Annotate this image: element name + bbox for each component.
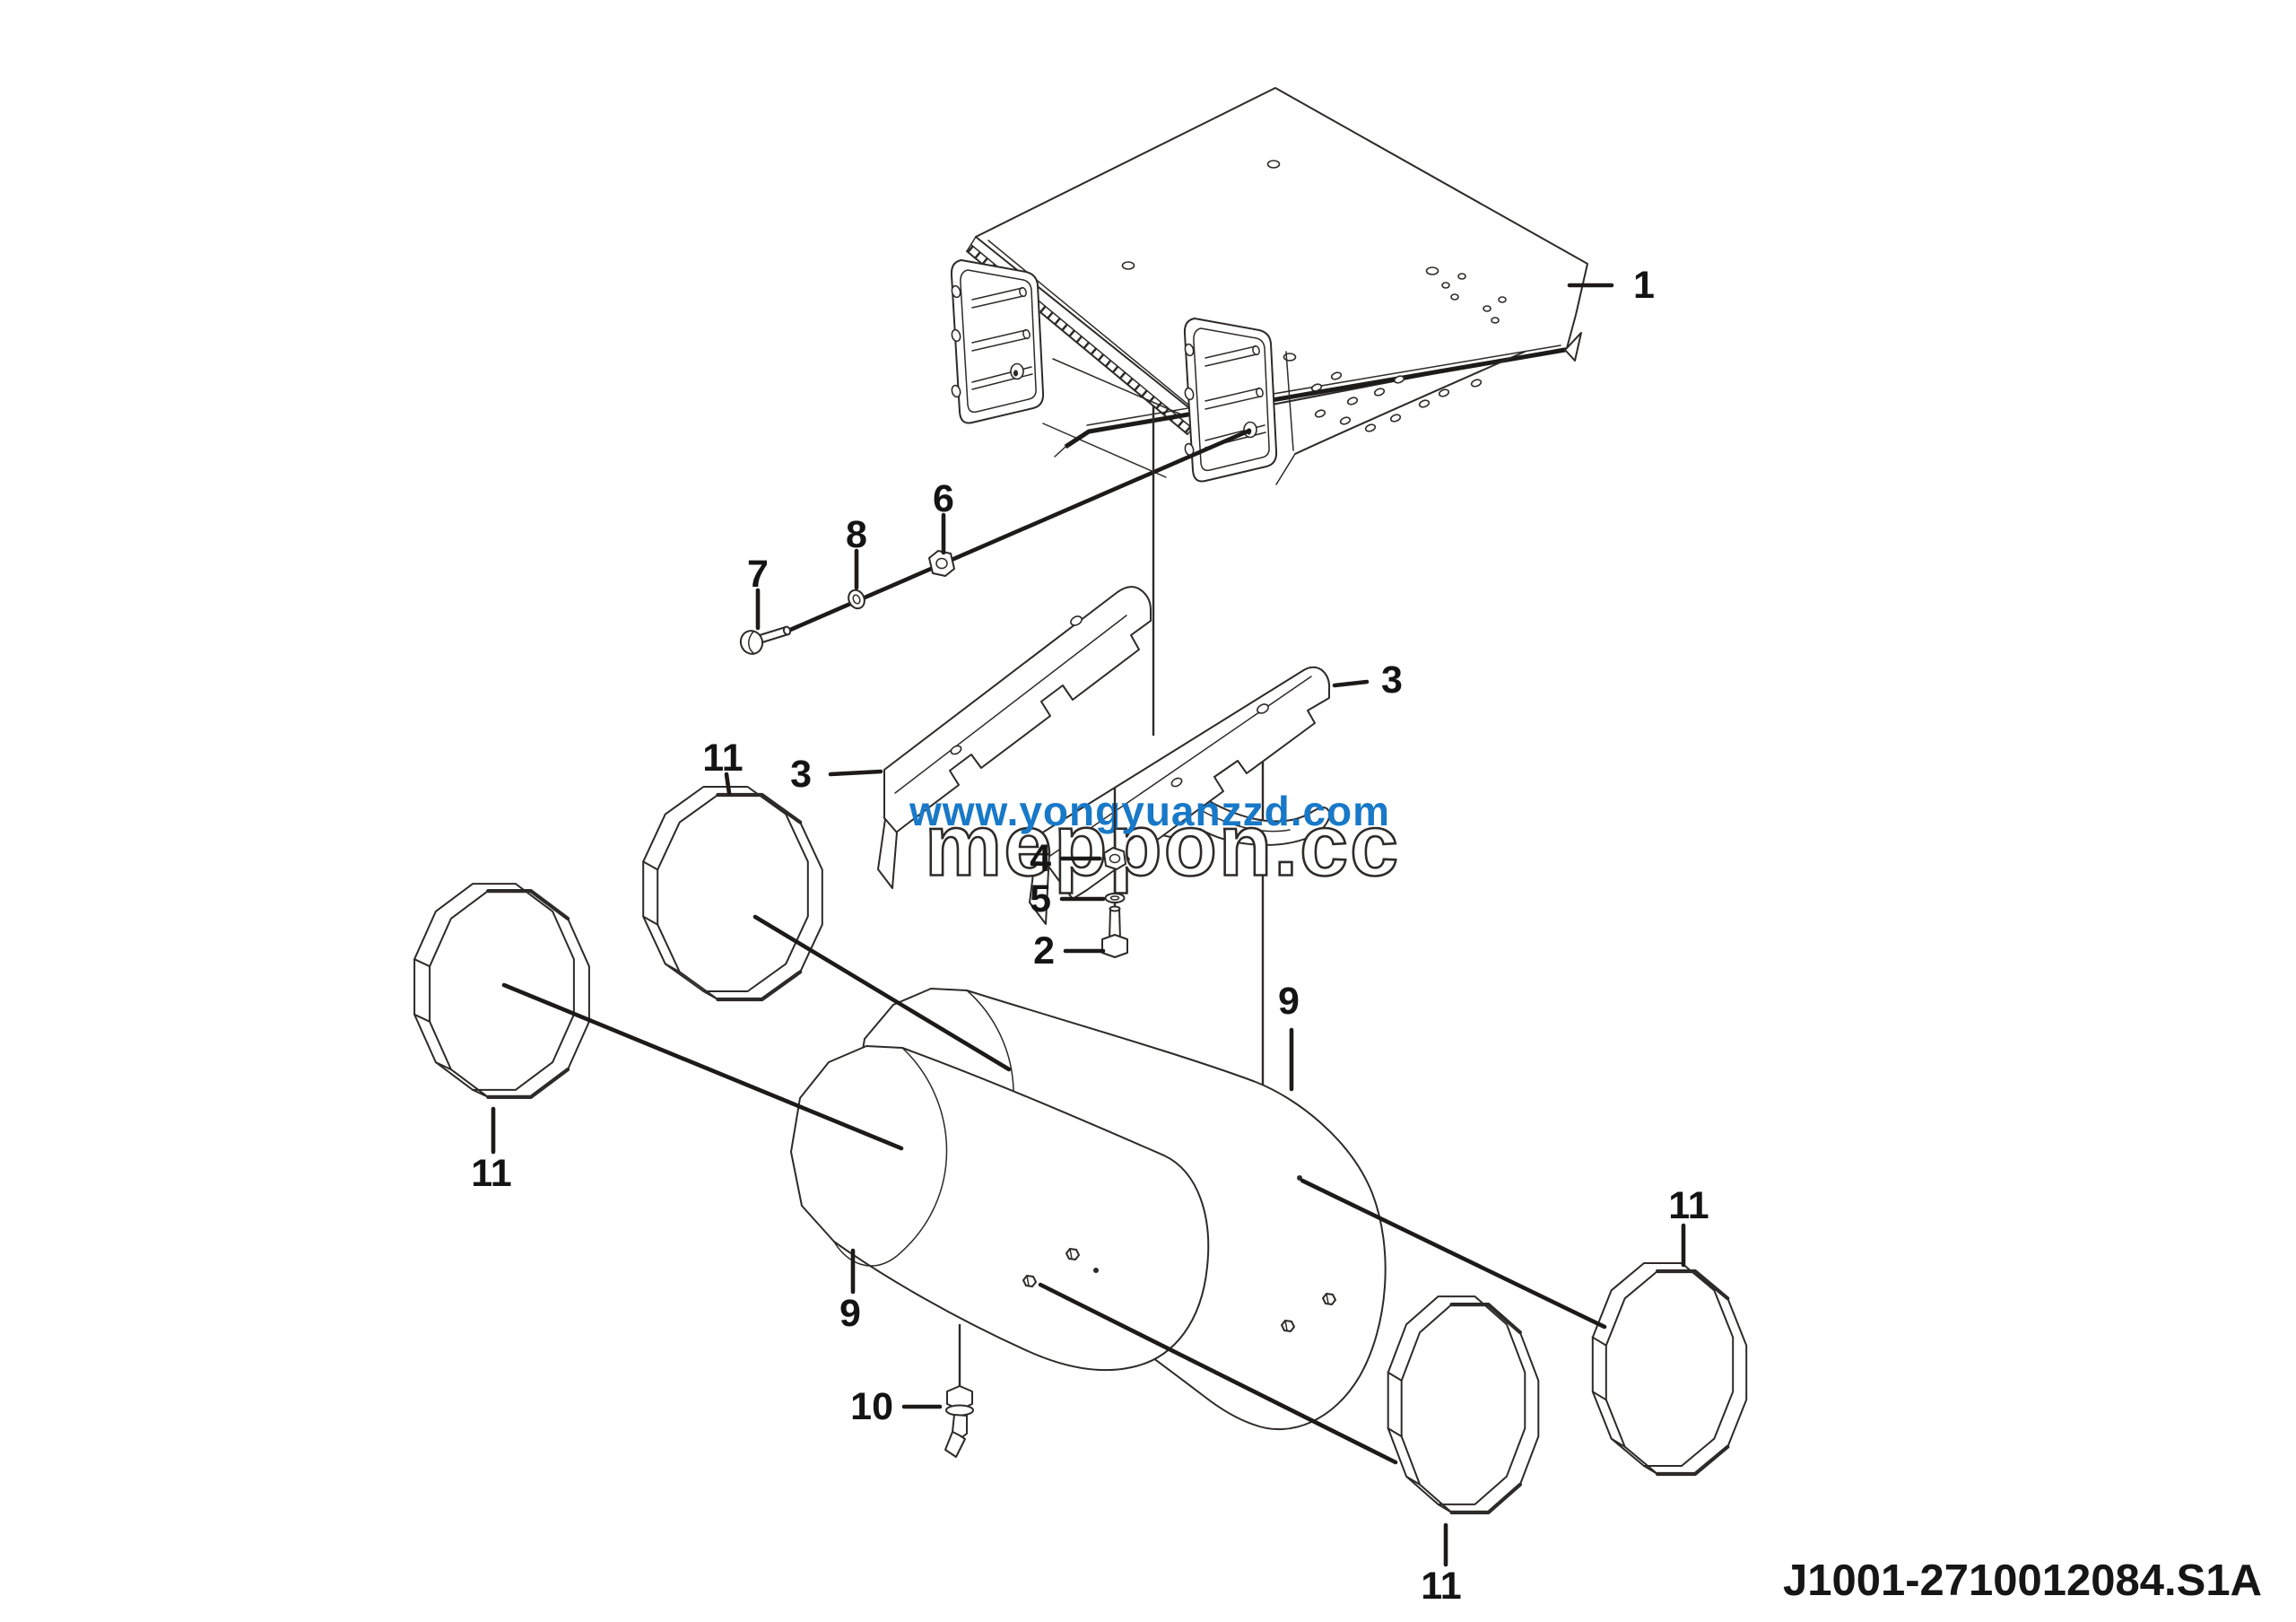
frame-face-holes <box>1310 371 1483 432</box>
frame-mounting-plate-left <box>949 259 1045 424</box>
air-tank-front-part9 <box>790 1045 1210 1372</box>
ring-leader-right <box>1300 1178 1607 1330</box>
part-label-11-left: 11 <box>471 1152 511 1195</box>
washer-5 <box>1104 893 1126 903</box>
tank-port <box>1281 1320 1295 1332</box>
drawing-code: J1001-2710012084.S1A <box>1783 1557 2262 1605</box>
part-label-7: 7 <box>747 553 769 596</box>
washer-8 <box>848 589 865 610</box>
ring-band-bottom-center-part11 <box>1387 1295 1540 1514</box>
part-label-9-rear: 9 <box>1278 980 1300 1023</box>
part-label-3-right: 3 <box>1381 658 1403 702</box>
callouts: 1 6 8 7 3 3 11 11 4 5 2 9 9 10 11 11 <box>471 264 1709 1608</box>
frame-flange <box>1054 332 1582 458</box>
tank-port <box>1022 1275 1037 1287</box>
mounting-strap-left-part3 <box>877 586 1152 889</box>
ring-band-left-part11 <box>413 883 590 1099</box>
part-label-6: 6 <box>933 477 954 520</box>
part-label-3-left: 3 <box>790 753 812 796</box>
ring-leader-lower <box>1038 1282 1398 1465</box>
watermark-brand: meppon.cc <box>925 797 1400 894</box>
nut-4 <box>1103 847 1126 870</box>
watermark-url: www.yongyuanzzd.com <box>909 788 1390 834</box>
part-label-9-front: 9 <box>839 1292 861 1335</box>
ring-band-upper-left-part11 <box>642 786 823 1002</box>
tank-port <box>1322 1293 1336 1305</box>
ring-leader-left <box>501 982 904 1151</box>
ring-band-bottom-right-part11 <box>1591 1262 1748 1477</box>
bolt-7 <box>739 625 792 655</box>
part-label-4: 4 <box>1030 837 1051 880</box>
part-label-1: 1 <box>1633 264 1655 307</box>
drain-valve-10 <box>944 1385 974 1458</box>
nut-6 <box>928 550 955 577</box>
part-label-11-bottom-center: 11 <box>1421 1565 1461 1608</box>
frame-assembly-part1 <box>949 87 1588 485</box>
tank-port <box>1065 1248 1080 1260</box>
mounting-strap-right-part3 <box>1029 666 1331 925</box>
part-label-11-bottom-right: 11 <box>1668 1184 1709 1227</box>
frame-mounting-plate-right <box>1182 318 1278 483</box>
part-label-11-upper-left: 11 <box>702 737 743 780</box>
ring-leader-upper <box>752 914 1012 1072</box>
part-label-5: 5 <box>1030 877 1051 920</box>
part-label-2: 2 <box>1033 929 1055 972</box>
bolt-2 <box>1101 905 1128 958</box>
part-label-8: 8 <box>846 513 867 556</box>
part-label-10: 10 <box>850 1385 893 1428</box>
